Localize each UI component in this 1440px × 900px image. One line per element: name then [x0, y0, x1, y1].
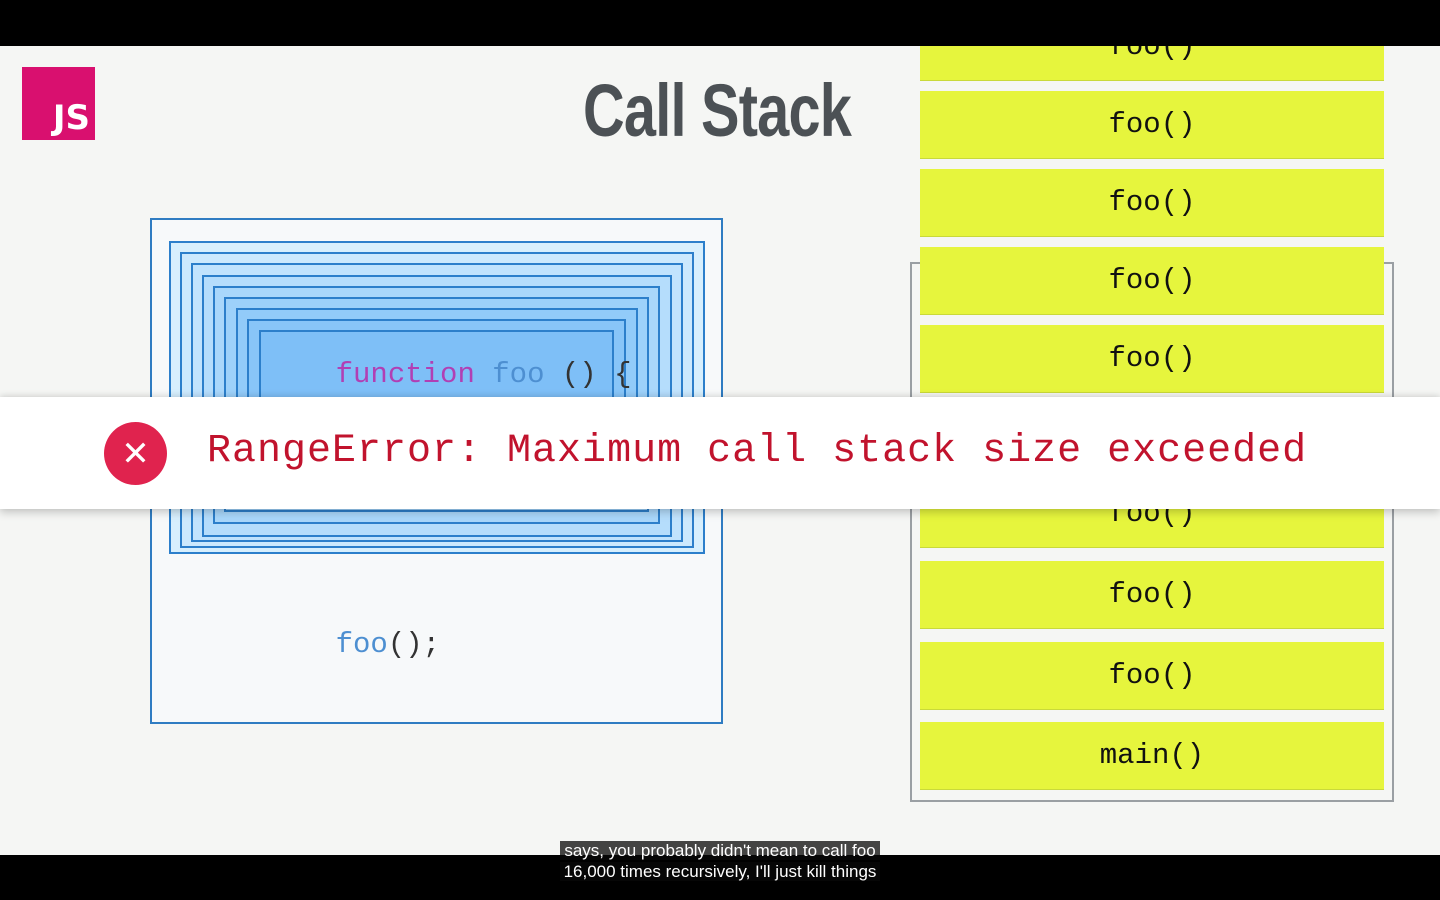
video-captions: says, you probably didn't mean to call f…: [0, 840, 1440, 882]
slide-title: Call Stack: [583, 69, 852, 152]
code-line-call: foo();: [266, 595, 440, 694]
error-message: RangeError: Maximum call stack size exce…: [207, 429, 1308, 474]
x-icon: ✕: [104, 422, 167, 485]
stack-frame: foo(): [920, 561, 1384, 629]
stack-frame: foo(): [920, 169, 1384, 237]
function-name: foo: [492, 358, 545, 391]
js-logo: JS: [22, 67, 95, 140]
stack-frame: foo(): [920, 91, 1384, 159]
stack-frame: foo(): [920, 46, 1384, 81]
presentation-slide: JS Call Stack function foo () { return f…: [0, 46, 1440, 855]
stack-frame-main: main(): [920, 722, 1384, 790]
stack-frame: foo(): [920, 642, 1384, 710]
stack-frame: foo(): [920, 247, 1384, 315]
call-rest: ();: [387, 628, 441, 661]
caption-line-1: says, you probably didn't mean to call f…: [560, 841, 880, 860]
caption-line-2: 16,000 times recursively, I'll just kill…: [559, 862, 881, 881]
function-params: () {: [544, 358, 632, 391]
call-name: foo: [335, 628, 388, 661]
error-banner: ✕ RangeError: Maximum call stack size ex…: [0, 397, 1440, 509]
stack-frame: foo(): [920, 325, 1384, 393]
keyword-function: function: [335, 358, 475, 391]
code-line-function: function foo () {: [266, 325, 632, 424]
